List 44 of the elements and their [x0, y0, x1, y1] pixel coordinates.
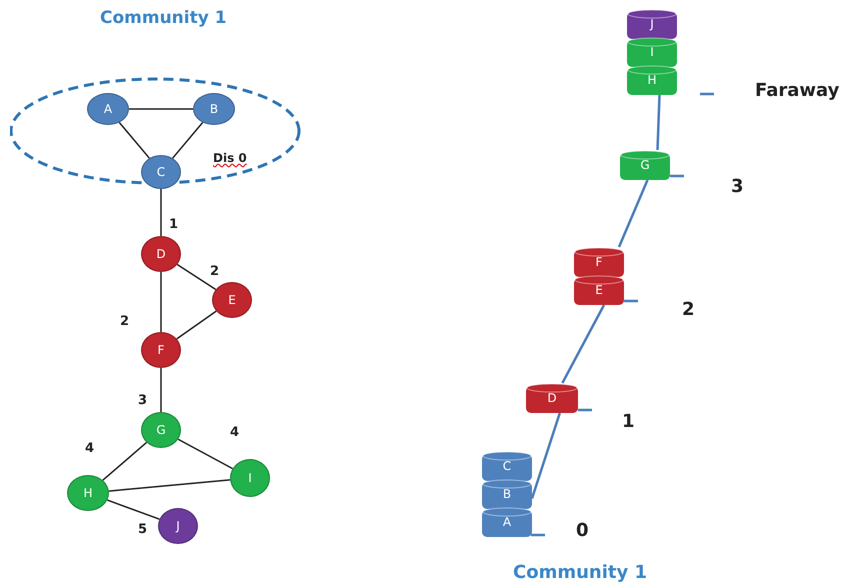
graph-node-circle: H — [67, 475, 109, 511]
connector-line — [176, 264, 216, 290]
connector-line — [656, 94, 661, 150]
cylinder-node: B — [482, 479, 532, 509]
cylinder-node: D — [526, 383, 578, 413]
connector-line — [129, 108, 193, 110]
connector-line — [108, 479, 230, 492]
graph-node-circle: A — [87, 93, 129, 125]
graph-node-circle: C — [141, 155, 181, 189]
connector-line — [160, 272, 162, 332]
graph-node-circle: J — [158, 508, 198, 544]
connector-line — [178, 438, 233, 470]
level-number: 2 — [682, 299, 695, 320]
cylinder-node: A — [482, 507, 532, 537]
cylinder-node: J — [627, 9, 677, 39]
connector-line — [160, 189, 162, 236]
connector-line — [107, 499, 160, 520]
community-title: Community 1 — [100, 8, 227, 28]
level-label: Faraway — [755, 80, 840, 101]
cylinder-node: G — [620, 150, 670, 180]
cylinder-node: I — [627, 37, 677, 67]
connector-line — [172, 122, 204, 159]
cylinder-node: F — [574, 247, 624, 277]
caption: Community 1 — [513, 562, 648, 583]
cylinder-node: H — [627, 65, 677, 95]
cylinder-node: C — [482, 451, 532, 481]
level-number: 3 — [731, 176, 744, 197]
level-number: 1 — [622, 411, 635, 432]
connector-line — [561, 304, 606, 384]
graph-node-circle: G — [141, 412, 181, 448]
connector-line — [102, 442, 148, 481]
graph-node-circle: E — [212, 282, 252, 318]
graph-node-circle: I — [230, 459, 270, 497]
graph-node-circle: F — [141, 332, 181, 368]
connector-line — [530, 412, 561, 499]
connector-line — [176, 310, 217, 340]
connector-line — [160, 368, 162, 412]
graph-node-circle: B — [193, 93, 235, 125]
connector-line — [118, 122, 150, 159]
level-number: 0 — [576, 520, 589, 541]
distance-label: Dis 0 — [213, 151, 247, 165]
connector-line — [618, 180, 649, 248]
graph-node-circle: D — [141, 236, 181, 272]
cylinder-node: E — [574, 275, 624, 305]
